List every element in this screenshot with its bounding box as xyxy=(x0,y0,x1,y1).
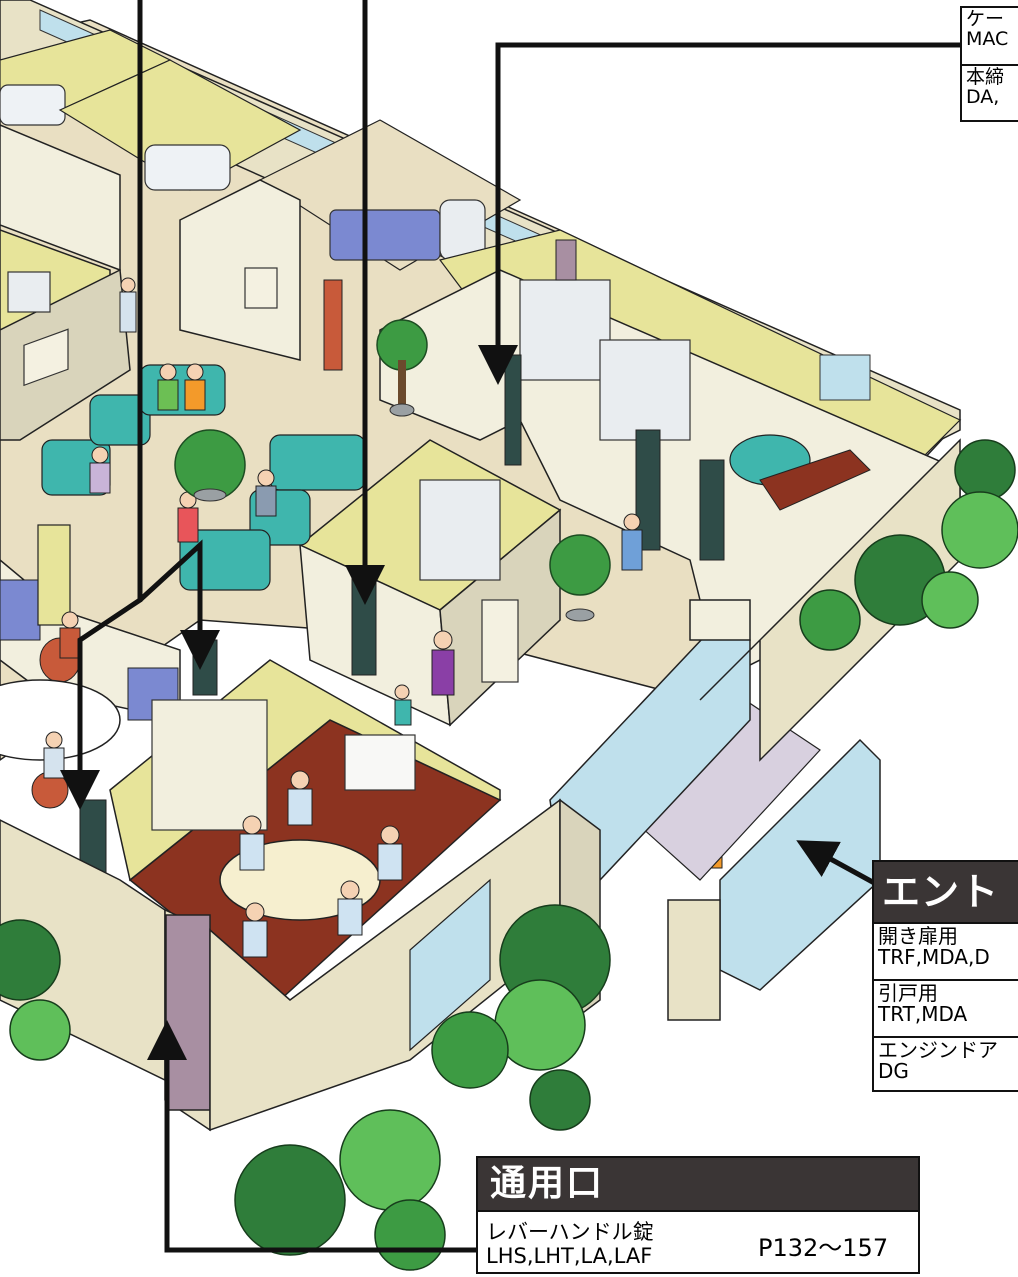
callout-service-door-body: レバーハンドル錠 LHS,LHT,LA,LAF P132〜157 xyxy=(478,1210,918,1272)
callout-top-row-1-name: ケー xyxy=(966,8,1005,30)
callout-entrance-row-1-codes: TRF,MDA,D xyxy=(878,945,990,969)
callout-top-right: ケー MAC 本締 DA, xyxy=(960,6,1018,122)
entrance-nameplate xyxy=(667,899,721,1021)
kiosk-machine xyxy=(419,479,501,581)
meeting-room-door xyxy=(192,639,218,696)
door-dark-2 xyxy=(635,429,661,551)
kitchen-counter xyxy=(329,209,441,261)
left-cabinet xyxy=(0,579,41,641)
service-door-purple xyxy=(165,914,211,1111)
callout-entrance-row-3: エンジンドア DG xyxy=(874,1036,1018,1090)
leader-entrance xyxy=(796,840,880,888)
door-purple-top xyxy=(555,239,577,281)
door-dark-3 xyxy=(699,459,725,561)
copier-machine xyxy=(7,271,51,313)
callout-service-door-title: 通用口 xyxy=(478,1158,918,1210)
round-table xyxy=(0,679,121,761)
right-window xyxy=(819,354,871,401)
callout-entrance-row-2-name: 引戸用 xyxy=(878,981,938,1005)
callout-entrance-row-1-name: 開き扉用 xyxy=(878,924,958,948)
callout-service-door-pages: P132〜157 xyxy=(758,1234,889,1262)
kiosk-notice xyxy=(481,599,519,683)
callout-entrance-title: エントラ xyxy=(874,862,1018,974)
callout-service-door-codes: LHS,LHT,LA,LAF xyxy=(486,1244,653,1268)
leader-service-door xyxy=(147,1020,478,1253)
callout-top-row-1-codes: MAC xyxy=(966,27,1009,50)
door-dark-1 xyxy=(504,354,522,466)
callout-top-row-2-codes: DA, xyxy=(966,85,1000,108)
storage-unit xyxy=(599,339,691,441)
pantry-picture xyxy=(244,267,278,309)
bed-2 xyxy=(144,144,231,191)
pantry-door xyxy=(323,279,343,371)
callout-top-row-2-name: 本締 xyxy=(966,66,1005,88)
callout-entrance-row-3-name: エンジンドア xyxy=(878,1038,998,1062)
callout-service-door: 通用口 レバーハンドル錠 LHS,LHT,LA,LAF P132〜157 xyxy=(476,1156,920,1274)
leader-meeting-door xyxy=(138,539,220,670)
meeting-window xyxy=(409,878,491,1052)
callout-top-row-1: ケー MAC xyxy=(962,8,1018,64)
callout-entrance-row-2-codes: TRT,MDA xyxy=(878,1002,968,1026)
wall-picture xyxy=(23,328,69,387)
callout-entrance-row-3-codes: DG xyxy=(878,1059,909,1083)
pantry-partition xyxy=(179,179,301,361)
leader-lines xyxy=(60,0,962,1253)
sofa-2 xyxy=(89,394,151,446)
entrance-pillar xyxy=(689,599,751,641)
meeting-whiteboard xyxy=(344,734,416,791)
callout-service-door-lock-name: レバーハンドル錠 xyxy=(486,1220,654,1244)
column-left xyxy=(37,524,71,626)
meeting-people xyxy=(239,770,403,958)
meeting-cabinets xyxy=(151,699,268,831)
leader-left-column xyxy=(60,0,143,810)
shelf-unit xyxy=(519,279,611,381)
indoor-plants xyxy=(174,319,611,622)
callout-entrance-row-2: 引戸用 TRT,MDA xyxy=(874,979,1018,1036)
callout-entrance: エントラ 開き扉用 TRF,MDA,D 引戸用 TRT,MDA エンジンドア D… xyxy=(872,860,1018,1092)
people xyxy=(43,277,723,869)
lounge-carpet xyxy=(759,449,871,511)
leader-top-right xyxy=(478,42,962,385)
sofa-4 xyxy=(269,434,366,491)
sofa-3 xyxy=(139,364,226,416)
bed-1 xyxy=(0,84,66,126)
callout-top-row-2: 本締 DA, xyxy=(962,64,1018,120)
callout-entrance-row-1: 開き扉用 TRF,MDA,D xyxy=(874,922,1018,979)
